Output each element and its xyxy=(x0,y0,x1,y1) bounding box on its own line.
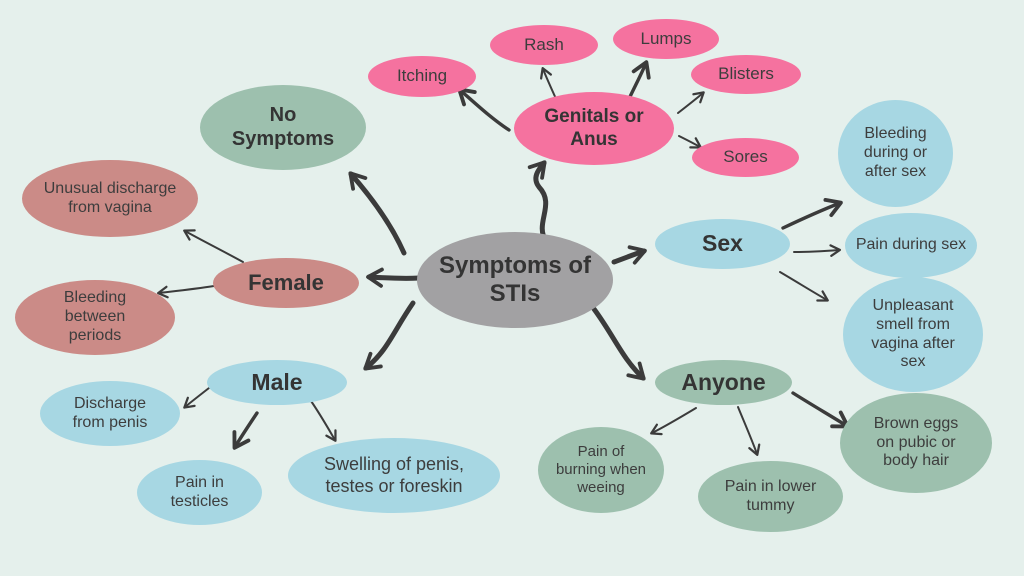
arrow-female-to-bleeding-periods xyxy=(156,285,215,299)
arrow-root-to-no-symptoms xyxy=(348,171,407,256)
node-genitals-anus: Genitals or Anus xyxy=(514,92,674,165)
arrow-genitals-to-sores xyxy=(678,135,702,149)
arrow-anyone-to-brown-eggs xyxy=(791,391,850,429)
arrow-anyone-to-pain-weeing xyxy=(650,407,697,436)
node-unusual-discharge: Unusual discharge from vagina xyxy=(22,160,198,237)
node-pain-weeing: Pain of burning when weeing xyxy=(538,427,664,513)
arrow-genitals-to-itching xyxy=(457,87,511,132)
node-no-symptoms: No Symptoms xyxy=(200,85,366,170)
arrow-male-to-swelling xyxy=(310,400,337,442)
arrow-root-to-male xyxy=(363,300,416,371)
node-rash: Rash xyxy=(490,25,598,65)
node-lumps: Lumps xyxy=(613,19,719,59)
node-male: Male xyxy=(207,360,347,405)
arrow-sex-to-unpleasant-smell xyxy=(779,271,829,302)
arrow-male-to-pain-testicles xyxy=(232,411,259,450)
arrow-root-to-female xyxy=(366,267,422,288)
arrow-root-to-genitals-anus xyxy=(527,160,549,244)
node-anyone: Anyone xyxy=(655,360,792,405)
node-unpleasant-smell: Unpleasant smell from vagina after sex xyxy=(843,277,983,392)
node-root: Symptoms of STIs xyxy=(417,232,613,328)
arrow-female-to-unusual-discharge xyxy=(183,229,244,263)
node-swelling: Swelling of penis, testes or foreskin xyxy=(288,438,500,513)
node-brown-eggs: Brown eggs on pubic or body hair xyxy=(840,393,992,493)
arrow-genitals-to-blisters xyxy=(677,91,705,114)
node-pain-during-sex: Pain during sex xyxy=(845,213,977,278)
arrow-sex-to-pain-during-sex xyxy=(793,244,842,257)
arrow-sex-to-bleeding-sex xyxy=(781,197,843,230)
node-pain-testicles: Pain in testicles xyxy=(137,460,262,525)
node-sex: Sex xyxy=(655,219,790,269)
node-discharge-penis: Discharge from penis xyxy=(40,381,180,446)
node-female: Female xyxy=(213,258,359,308)
node-bleeding-periods: Bleeding between periods xyxy=(15,280,175,355)
node-bleeding-sex: Bleeding during or after sex xyxy=(838,100,953,207)
node-blisters: Blisters xyxy=(691,55,801,94)
node-itching: Itching xyxy=(368,56,476,97)
arrow-anyone-to-pain-tummy xyxy=(737,406,761,456)
arrow-root-to-anyone xyxy=(591,306,646,381)
arrow-root-to-sex xyxy=(611,245,647,265)
node-sores: Sores xyxy=(692,138,799,177)
arrow-male-to-discharge-penis xyxy=(183,387,210,409)
node-pain-tummy: Pain in lower tummy xyxy=(698,461,843,532)
